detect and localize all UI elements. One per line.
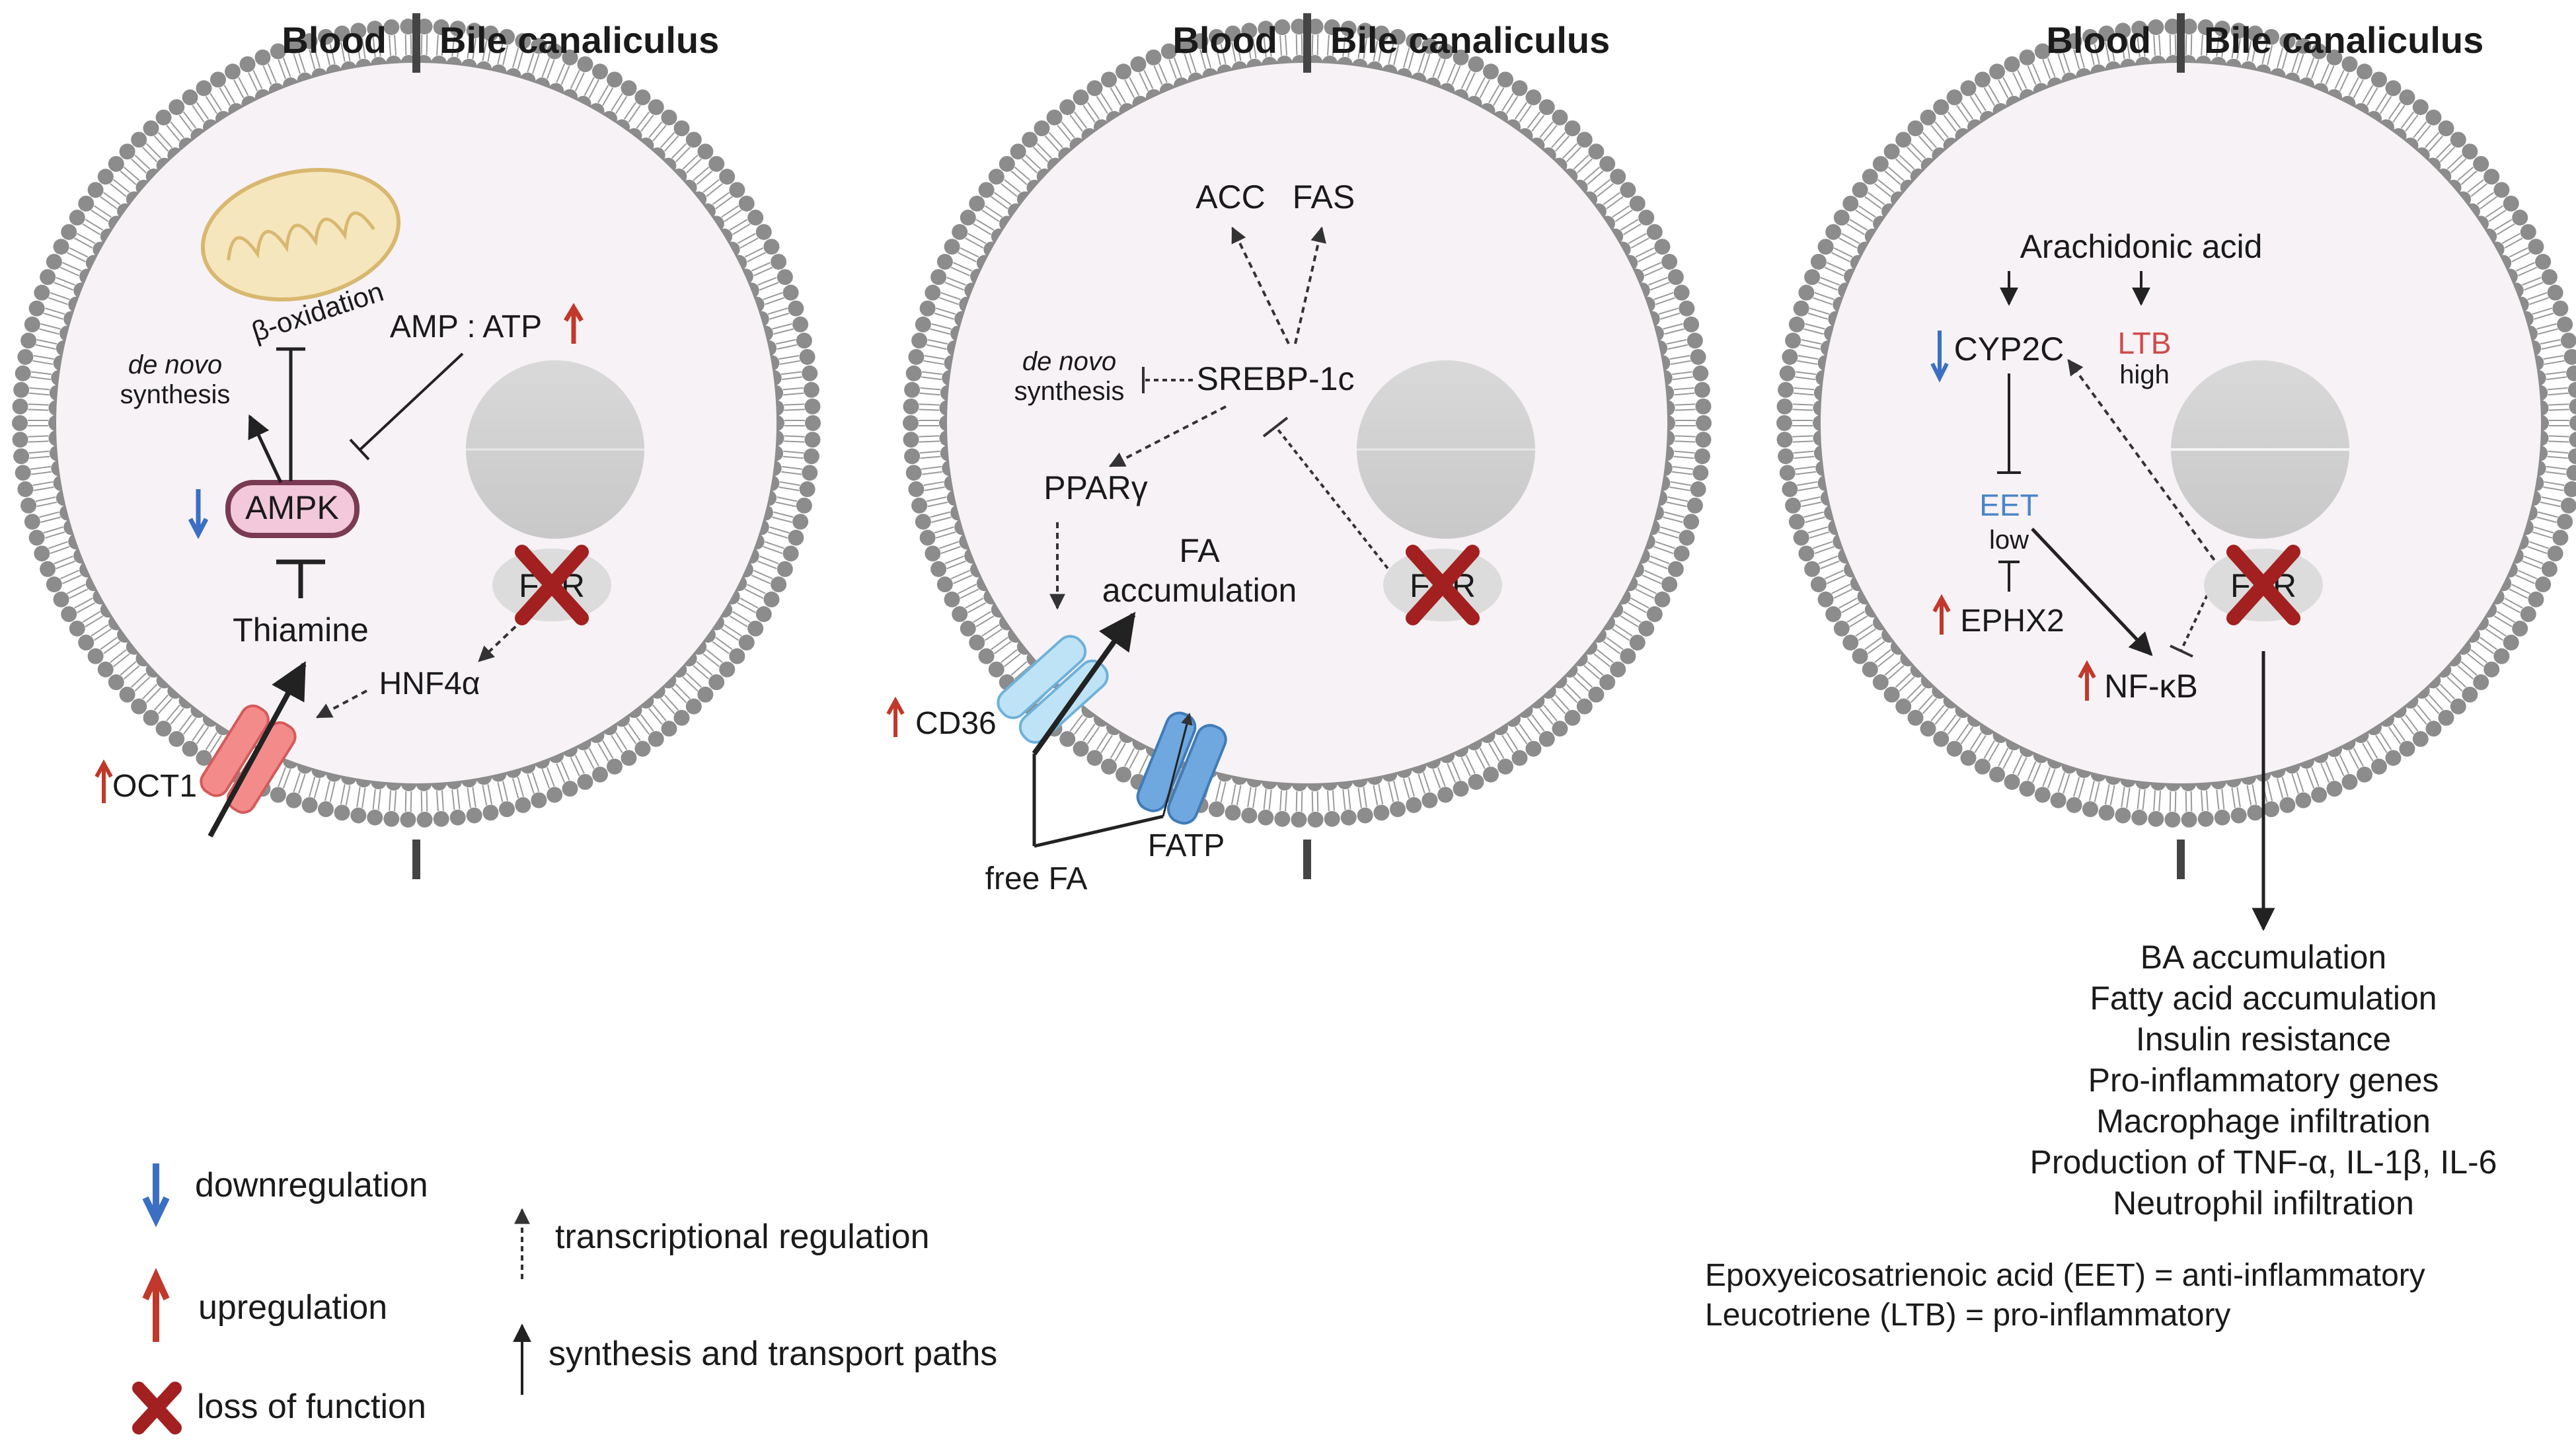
cell-1-blood-label: Blood — [282, 19, 387, 61]
fa-label: FA — [1179, 532, 1220, 569]
hnf4a-label: HNF4α — [379, 666, 480, 701]
outcome-item: Production of TNF-α, IL-1β, IL-6 — [2029, 1144, 2497, 1181]
ephx2-up-arrow-icon — [1932, 594, 1951, 635]
legend-loss-of-function-icon — [132, 1382, 182, 1434]
cyp2c-down-arrow-icon — [1930, 331, 1949, 383]
outcome-item: Insulin resistance — [2136, 1021, 2391, 1058]
oct1-thiamine-transport — [208, 661, 307, 838]
hnf4a-oct1-transcription — [315, 689, 367, 719]
legend-transcriptional-label: transcriptional regulation — [555, 1218, 930, 1256]
ltb-label: LTB — [2118, 326, 2172, 360]
legend-loss-of-function-label: loss of function — [197, 1388, 426, 1426]
outcome-item: Neutrophil infiltration — [2113, 1185, 2414, 1222]
eet-low-label: low — [1989, 526, 2029, 555]
nfkb-label: NF-κB — [2104, 668, 2198, 705]
fxr-srebp-inhibit-bar — [1262, 416, 1289, 438]
legend-downregulation-label: downregulation — [195, 1166, 428, 1204]
amp-atp-label: AMP : ATP — [390, 309, 542, 344]
srebp-fas-transcription — [1294, 226, 1326, 344]
de-novo-label: de novo — [128, 350, 222, 379]
cell-2-synthesis-label: synthesis — [1014, 377, 1125, 406]
fatp-transporter — [1136, 711, 1227, 825]
outcomes-list: BA accumulation Fatty acid accumulation … — [2029, 939, 2497, 1222]
arachidonic-acid-label: Arachidonic acid — [2020, 228, 2263, 265]
cd36-up-arrow-icon — [886, 696, 905, 737]
srebp-acc-transcription — [1231, 226, 1290, 344]
cell-3-bile-label: Bile canaliculus — [2204, 19, 2483, 61]
cell-2-de-novo-label: de novo — [1022, 347, 1116, 376]
fxr-nfkb-inhibit — [2179, 594, 2209, 652]
cell-2-loss-of-function-icon — [1406, 545, 1480, 625]
fatp-fa-transport — [1162, 713, 1193, 817]
fxr-nfkb-inhibit-bar — [2170, 645, 2193, 658]
ampatp-ampk-inhibit — [359, 352, 464, 451]
legend-upregulation-label: upregulation — [198, 1288, 387, 1327]
oct1-label: OCT1 — [112, 769, 197, 804]
nfkb-up-arrow-icon — [2078, 660, 2096, 701]
cell-1: Blood Bile canaliculus β-oxidation de no… — [12, 13, 821, 879]
cd36-fa-transport — [1032, 611, 1136, 756]
fas-label: FAS — [1293, 178, 1355, 216]
free-fa-label: free FA — [985, 861, 1088, 896]
definitions: Epoxyeicosatrienoic acid (EET) = anti-in… — [1705, 1258, 2425, 1333]
amp-atp-up-arrow-icon — [563, 303, 584, 344]
cell-3: Blood Bile canaliculus Arachidonic acid … — [1776, 13, 2576, 931]
outcome-item: Macrophage infiltration — [2096, 1103, 2431, 1140]
ltb-high-label: high — [2119, 360, 2170, 389]
cell-3-loss-of-function-icon — [2226, 545, 2300, 625]
ampk-down-arrow-icon — [188, 489, 209, 539]
ampk-label: AMPK — [245, 489, 339, 526]
oct1-transporter — [200, 704, 297, 814]
definition-ltb: Leucotriene (LTB) = pro-inflammatory — [1705, 1298, 2230, 1333]
acc-label: ACC — [1195, 178, 1266, 216]
cell-1-bile-label: Bile canaliculus — [439, 19, 719, 61]
outcome-item: Fatty acid accumulation — [2090, 980, 2437, 1017]
fxr-srebp-inhibit — [1274, 425, 1394, 576]
srebp-ppar-transcription — [1108, 405, 1227, 467]
srebp-label: SREBP-1c — [1197, 360, 1355, 397]
outcome-item: BA accumulation — [2140, 939, 2386, 976]
oct1-up-arrow-icon — [95, 759, 113, 803]
legend-up-arrow-icon — [142, 1267, 170, 1342]
outcome-item: Pro-inflammatory genes — [2088, 1062, 2439, 1099]
synthesis-label: synthesis — [120, 380, 231, 409]
definition-eet: Epoxyeicosatrienoic acid (EET) = anti-in… — [1705, 1258, 2425, 1293]
fatp-label: FATP — [1148, 828, 1225, 863]
ampatp-ampk-inhibit-bar — [349, 438, 370, 461]
cell-2-blood-label: Blood — [1172, 19, 1277, 61]
ampk-box — [225, 480, 360, 538]
ephx2-label: EPHX2 — [1960, 604, 2064, 639]
cyp2c-label: CYP2C — [1954, 331, 2065, 368]
legend-synthesis-label: synthesis and transport paths — [549, 1335, 997, 1373]
ampk-denovo-arrow — [248, 414, 283, 484]
fxr-cyp2c-transcription — [2067, 359, 2222, 570]
cell-2-bile-label: Bile canaliculus — [1330, 19, 1610, 61]
cell-3-blood-label: Blood — [2046, 19, 2151, 61]
free-fa-to-cd36 — [1034, 814, 1164, 848]
eet-nfkb-arrow — [2031, 528, 2153, 656]
eet-label: EET — [1979, 488, 2038, 522]
legend-down-arrow-icon — [142, 1163, 170, 1228]
thiamine-label: Thiamine — [233, 611, 369, 648]
ppar-label: PPARγ — [1043, 469, 1147, 506]
cd36-label: CD36 — [915, 706, 997, 741]
mitochondrion-icon — [200, 167, 401, 302]
accumulation-label: accumulation — [1102, 572, 1297, 609]
legend: downregulation upregulation loss of func… — [132, 1163, 997, 1434]
cell-2: Blood Bile canaliculus ACC FAS de novo s… — [886, 13, 1712, 896]
cell-1-loss-of-function-icon — [515, 545, 589, 625]
